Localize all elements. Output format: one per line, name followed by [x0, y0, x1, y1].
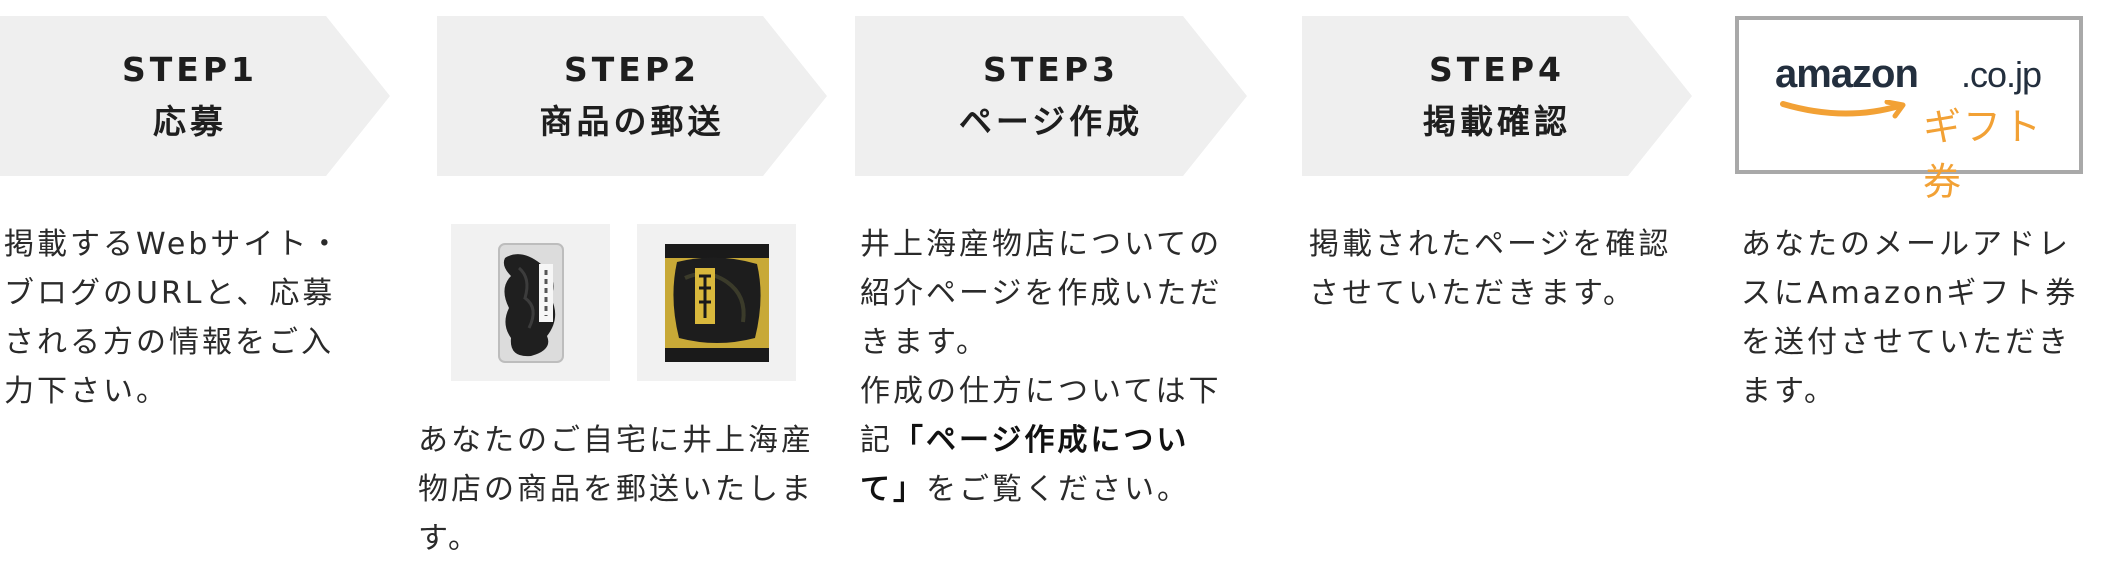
- amazon-smile-icon: [1780, 100, 1906, 119]
- product-photo-1: [451, 224, 610, 381]
- step2-banner: STEP2 商品の郵送: [437, 16, 827, 176]
- step2-label: STEP2: [564, 50, 700, 89]
- step4-banner: STEP4 掲載確認: [1302, 16, 1692, 176]
- step4-label: STEP4: [1429, 50, 1565, 89]
- step1-title: 応募: [153, 102, 227, 141]
- step2-title: 商品の郵送: [539, 102, 725, 141]
- step1-description: 掲載するWebサイト・ ブログのURLと、応募 される方の情報をご入 力下さい。: [4, 227, 343, 409]
- product-photo-2: [637, 224, 796, 381]
- amazon-logo-text: amazon: [1775, 52, 1919, 96]
- reward-description: あなたのメールアドレ スにAmazonギフト券 を送付させていただき ます。: [1741, 227, 2079, 409]
- step3-title: ページ作成: [958, 102, 1144, 141]
- kelp-bag-gold-icon: [664, 243, 769, 362]
- step3-banner: STEP3 ページ作成: [855, 16, 1247, 176]
- step3-description: 井上海産物店についての 紹介ページを作成いただ きます。 作成の仕方については下…: [860, 220, 1260, 514]
- page-creation-guide-link: 「ページ作成につい て」: [860, 423, 1190, 507]
- step2-description: あなたのご自宅に井上海産 物店の商品を郵送いたしま す。: [418, 423, 814, 556]
- step3-label: STEP3: [983, 50, 1119, 89]
- step1-banner: STEP1 応募: [0, 16, 390, 176]
- amazon-domain-suffix: .co.jp: [1961, 54, 2042, 95]
- amazon-gift-card-logo: amazon .co.jp ギフト券: [1735, 16, 2083, 204]
- step3-description-tail: をご覧ください。: [926, 472, 1190, 507]
- kelp-bag-clear-icon: [497, 242, 564, 363]
- step1-label: STEP1: [122, 50, 258, 89]
- step4-description: 掲載されたページを確認 させていただきます。: [1309, 227, 1672, 311]
- gift-card-label: ギフト券: [1923, 105, 2044, 204]
- step4-title: 掲載確認: [1423, 102, 1571, 141]
- step3-description-text: 井上海産物店についての 紹介ページを作成いただ きます。 作成の仕方については下…: [860, 227, 1223, 458]
